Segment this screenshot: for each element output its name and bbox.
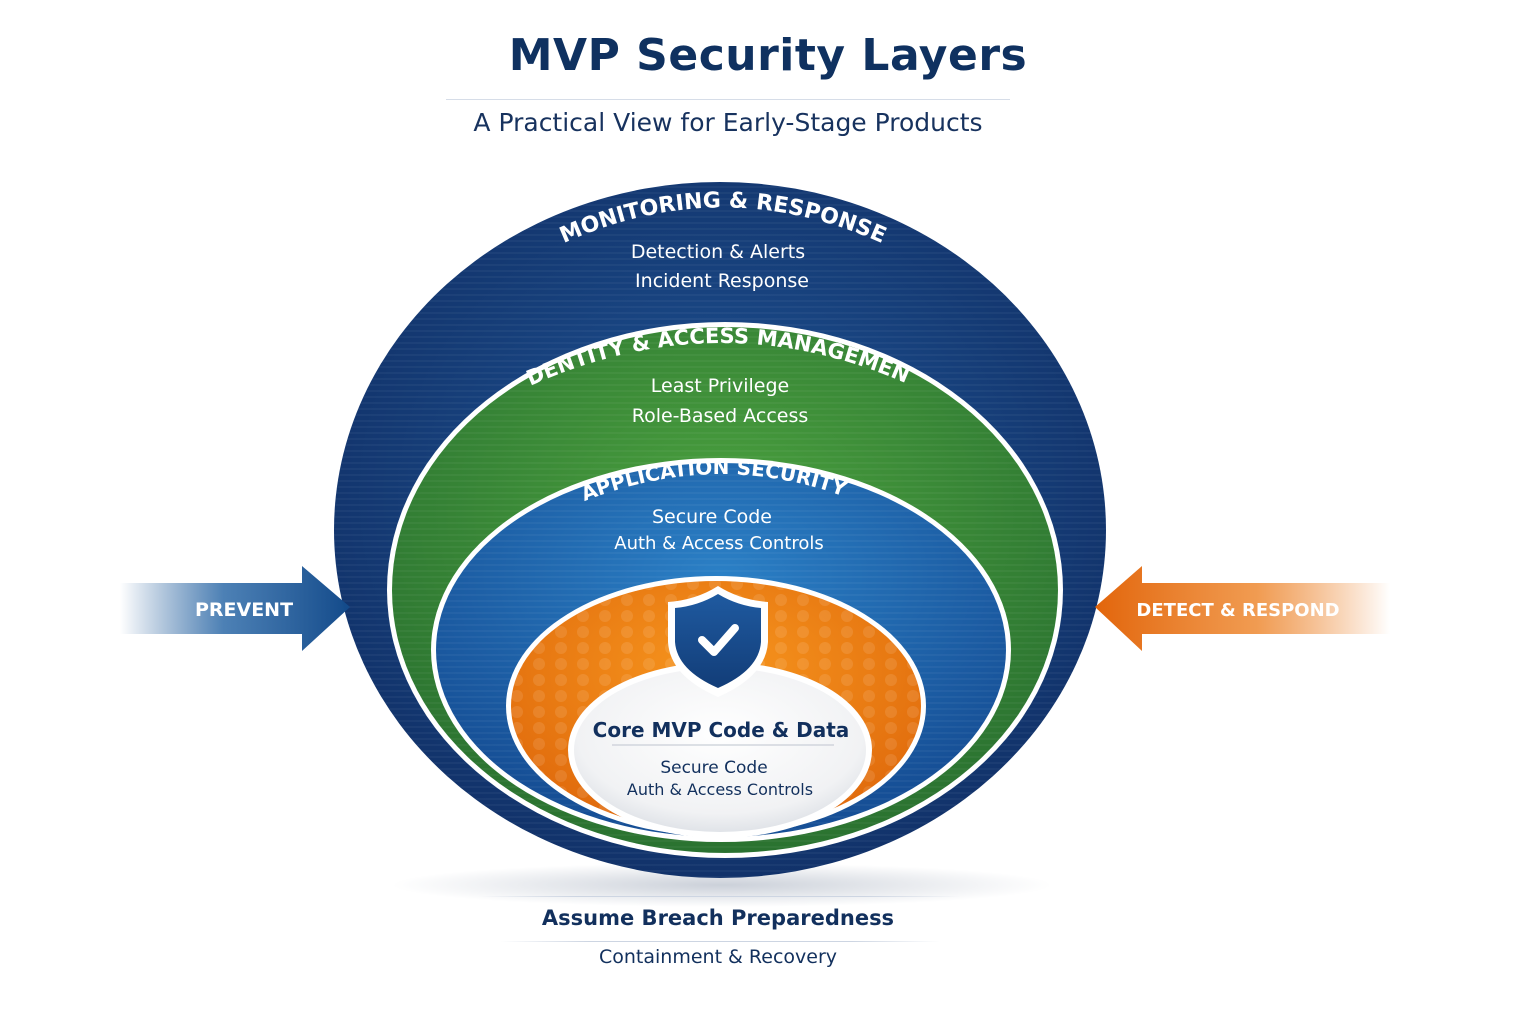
application-item: Auth & Access Controls [614,533,823,554]
identity-item: Role-Based Access [632,405,809,427]
core-item: Secure Code [660,758,767,778]
application-item: Secure Code [652,506,772,528]
identity-item: Least Privilege [651,375,789,397]
prevent-label: PREVENT [195,599,293,621]
footer-subtitle: Containment & Recovery [598,946,838,968]
footer-divider-top [480,896,960,897]
core-layer [568,662,872,838]
page-title: MVP Security Layers [508,30,1028,81]
core-item: Auth & Access Controls [627,780,813,799]
detect-respond-arrow: DETECT & RESPOND [1095,566,1390,651]
footer-title: Assume Breach Preparedness [541,906,895,930]
shield-check-icon [668,586,768,697]
title-divider [446,99,1010,100]
footer-divider-middle [500,941,940,942]
core-title: Core MVP Code & Data [593,718,850,742]
monitoring-item: Incident Response [635,270,809,292]
detect-respond-label: DETECT & RESPOND [1136,600,1339,621]
prevent-arrow: PREVENT [120,566,350,651]
monitoring-item: Detection & Alerts [631,241,805,263]
page-subtitle: A Practical View for Early-Stage Product… [473,108,983,137]
checkmark-icon [698,624,739,656]
